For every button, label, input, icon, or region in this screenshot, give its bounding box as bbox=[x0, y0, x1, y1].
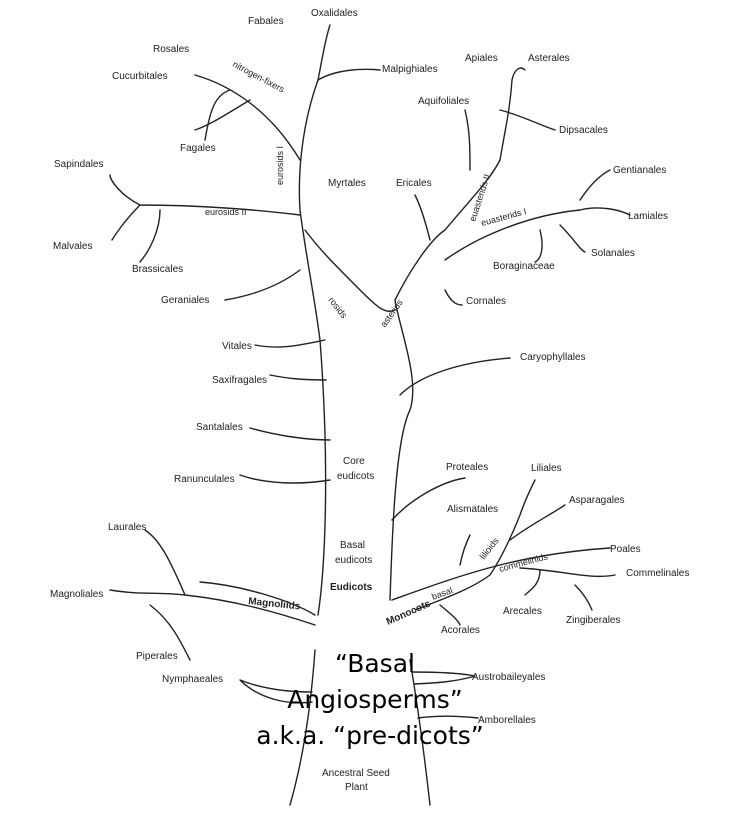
label-basal-eudicots-1: Basal bbox=[340, 540, 365, 551]
annotation-line-2: Angiosperms” bbox=[287, 685, 463, 714]
label-proteales: Proteales bbox=[446, 462, 488, 473]
clade-labels: nitrogen-fixers eurosids I eurosids II r… bbox=[205, 59, 549, 602]
label-apiales: Apiales bbox=[465, 53, 498, 64]
label-acorales: Acorales bbox=[441, 625, 480, 636]
label-poales: Poales bbox=[610, 544, 641, 555]
label-asterales: Asterales bbox=[528, 53, 570, 64]
label-malvales: Malvales bbox=[53, 241, 92, 252]
clade-euasterids-i: euasterids I bbox=[480, 206, 528, 228]
monocot-upper-edge bbox=[414, 479, 566, 611]
label-zingiberales: Zingiberales bbox=[566, 615, 620, 626]
label-eudicots: Eudicots bbox=[330, 582, 373, 593]
eurosids-i-branch bbox=[194, 24, 381, 161]
label-lamiales: Lamiales bbox=[628, 211, 668, 222]
label-ericales: Ericales bbox=[396, 178, 432, 189]
nymphaeales-branch bbox=[239, 679, 313, 704]
trunk-left-edge bbox=[289, 649, 316, 806]
commelinid-branch bbox=[519, 567, 616, 611]
ranunculales-branch bbox=[239, 474, 331, 484]
acorales-branch bbox=[439, 604, 461, 626]
euasterids-i-branch bbox=[444, 169, 631, 263]
label-ranunculales: Ranunculales bbox=[174, 474, 235, 485]
clade-lilioids: lilioids bbox=[478, 535, 501, 561]
label-solanales: Solanales bbox=[591, 248, 635, 259]
label-commelinales: Commelinales bbox=[626, 568, 689, 579]
label-cornales: Cornales bbox=[466, 296, 506, 307]
order-labels: Fabales Oxalidales Rosales Cucurbitales … bbox=[50, 8, 689, 726]
annotation-line-3: a.k.a. “pre-dicots” bbox=[256, 721, 484, 750]
label-malpighiales: Malpighiales bbox=[382, 64, 438, 75]
label-ancestral-2: Plant bbox=[345, 782, 368, 793]
trunk-right-edge bbox=[409, 659, 431, 806]
lilioid-branch bbox=[459, 534, 471, 566]
label-boraginaceae: Boraginaceae bbox=[493, 261, 555, 272]
label-nymphaeales: Nymphaeales bbox=[162, 674, 223, 685]
label-cucurbitales: Cucurbitales bbox=[112, 71, 168, 82]
label-magnoliales: Magnoliales bbox=[50, 589, 103, 600]
label-laurales: Laurales bbox=[108, 522, 146, 533]
santalales-branch bbox=[249, 427, 331, 441]
label-ancestral-1: Ancestral Seed bbox=[322, 768, 390, 779]
label-asparagales: Asparagales bbox=[569, 495, 625, 506]
label-piperales: Piperales bbox=[136, 651, 178, 662]
label-caryophyllales: Caryophyllales bbox=[520, 352, 586, 363]
asterids-branch bbox=[394, 159, 501, 301]
label-aquifoliales: Aquifoliales bbox=[418, 96, 469, 107]
label-santalales: Santalales bbox=[196, 422, 243, 433]
label-core-eudicots-2: eudicots bbox=[337, 471, 374, 482]
label-basal-eudicots-2: eudicots bbox=[335, 555, 372, 566]
vitales-branch bbox=[254, 339, 326, 348]
label-brassicales: Brassicales bbox=[132, 264, 183, 275]
ericales-branch bbox=[414, 194, 431, 241]
label-vitales: Vitales bbox=[222, 341, 252, 352]
label-fabales: Fabales bbox=[248, 16, 284, 27]
basal-angiosperms-annotation: “Basal Angiosperms” a.k.a. “pre-dicots” bbox=[256, 649, 484, 750]
label-alismatales: Alismatales bbox=[447, 504, 498, 515]
eurosids-ii-branch bbox=[109, 174, 301, 263]
label-geraniales: Geraniales bbox=[161, 295, 209, 306]
label-austrobaileyales: Austrobaileyales bbox=[472, 672, 545, 683]
label-saxifragales: Saxifragales bbox=[212, 375, 267, 386]
caryophyllales-branch bbox=[399, 357, 511, 396]
eudicot-trunk-right bbox=[389, 299, 414, 601]
monocot-branch bbox=[391, 547, 611, 601]
eudicot-trunk-left bbox=[298, 79, 327, 616]
label-monocots: Monocots bbox=[385, 598, 433, 627]
label-liliales: Liliales bbox=[531, 463, 562, 474]
euasterids-ii-branch bbox=[464, 67, 556, 171]
label-myrtales: Myrtales bbox=[328, 178, 366, 189]
label-dipsacales: Dipsacales bbox=[559, 125, 608, 136]
label-oxalidales: Oxalidales bbox=[311, 8, 358, 19]
amborellales-branch bbox=[417, 715, 479, 719]
proteales-branch bbox=[391, 477, 466, 521]
annotation-line-1: “Basal bbox=[335, 649, 415, 678]
cornales-branch bbox=[444, 289, 463, 306]
label-gentianales: Gentianales bbox=[613, 165, 666, 176]
myrtales-branch bbox=[304, 229, 396, 312]
label-magnoliids: Magnoliids bbox=[248, 596, 302, 612]
label-rosales: Rosales bbox=[153, 44, 189, 55]
clade-nitrogen-fixers: nitrogen-fixers bbox=[231, 59, 286, 95]
austrobaileyales-branch bbox=[411, 671, 476, 685]
label-core-eudicots-1: Core bbox=[343, 456, 365, 467]
geraniales-branch bbox=[224, 269, 301, 301]
tree-branches bbox=[109, 24, 631, 806]
saxifragales-branch bbox=[269, 374, 327, 381]
label-arecales: Arecales bbox=[503, 606, 542, 617]
label-amborellales: Amborellales bbox=[478, 715, 536, 726]
clade-eurosids-ii: eurosids II bbox=[205, 207, 247, 217]
clade-eurosids-i: eurosids I bbox=[275, 146, 285, 185]
label-sapindales: Sapindales bbox=[54, 159, 103, 170]
clade-rosids: rosids bbox=[326, 295, 349, 320]
label-fagales: Fagales bbox=[180, 143, 216, 154]
magnoliids-branch bbox=[109, 529, 316, 661]
